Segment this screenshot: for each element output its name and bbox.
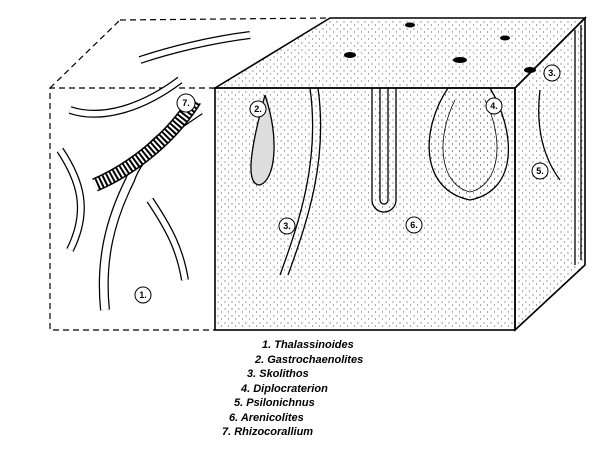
label-3: 3. [283,221,291,231]
label-5: 5. [536,166,544,176]
arenicolites [371,88,397,213]
vertical-burrows [250,25,582,276]
legend-item: 1. Thalassinoides [262,339,354,351]
label-3-right: 3. [548,68,556,78]
skolithos [279,87,322,276]
thalassinoides-burrows [56,31,251,311]
label-1: 1. [139,290,147,300]
legend-item: 7. Rhizocorallium [222,426,314,438]
burrow-openings [344,22,536,73]
legend-item: 5. Psilonichnus [234,397,315,409]
legend-item: 3. Skolithos [247,368,309,380]
label-2: 2. [254,104,262,114]
legend-item: 6. Arenicolites [229,411,304,424]
label-6: 6. [410,220,418,230]
legend-item: 2. Gastrochaenolites [255,353,364,366]
trace-fossil-block-diagram: 7. 2. 3. 6. 4. 3. 5. 1. [49,16,587,332]
sediment-block [212,16,587,332]
legend-item: 4. Diplocraterion [241,382,328,395]
cutaway-dashed-outline [49,17,331,331]
diplocraterion [428,87,510,201]
number-labels [134,64,561,304]
label-4: 4. [490,101,498,111]
label-7: 7. [182,98,190,108]
gastrochaenolites [250,94,275,186]
